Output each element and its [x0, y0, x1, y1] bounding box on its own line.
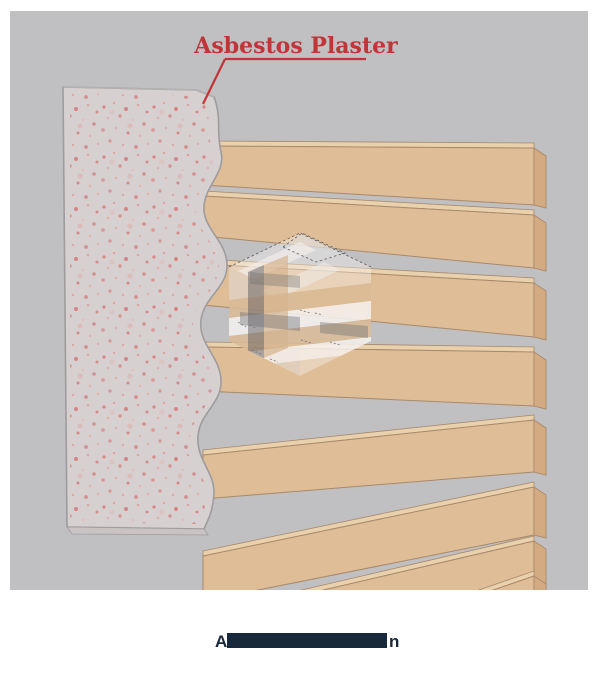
caption-redaction-bar [227, 633, 387, 648]
label-callout: Asbestos Plaster [193, 33, 398, 105]
plaster-slab [62, 86, 228, 536]
wood-lath [202, 481, 547, 590]
caption-prefix: A [215, 632, 227, 651]
inset-dashed-outline [228, 232, 372, 268]
plaster-keys-inset [228, 232, 372, 376]
wood-lath [202, 414, 547, 500]
plaster-bottom-lip [66, 526, 209, 536]
plaster-speckle-texture [70, 93, 220, 524]
caption: A n [215, 632, 399, 651]
plaster-label: Asbestos Plaster [193, 33, 398, 59]
inset-key-top [283, 233, 345, 262]
wood-lath [477, 570, 547, 590]
caption-suffix: n [389, 632, 399, 651]
wood-lath [300, 535, 547, 590]
wood-lath-group [202, 140, 547, 590]
label-leader-line [202, 58, 226, 105]
